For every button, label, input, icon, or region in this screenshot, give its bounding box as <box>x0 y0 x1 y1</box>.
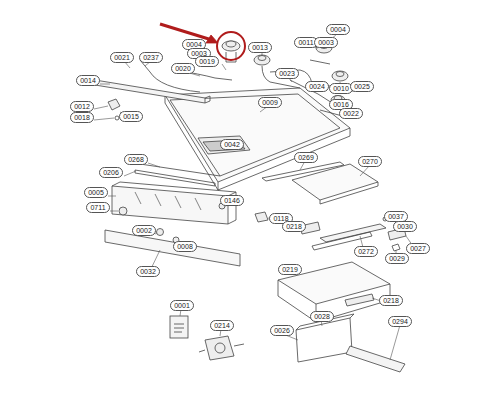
callout-number: 0005 <box>84 187 108 198</box>
callout-number: 0030 <box>393 221 417 232</box>
callout-number: 0001 <box>170 300 194 311</box>
callout-number: 0027 <box>406 243 430 254</box>
callout-number: 0008 <box>173 241 197 252</box>
callout-number: 0014 <box>76 75 100 86</box>
callout-number: 0020 <box>171 63 195 74</box>
callout-number: 0018 <box>70 112 94 123</box>
callout-number: 0042 <box>220 139 244 150</box>
callout-number: 0269 <box>294 152 318 163</box>
callout-number: 0028 <box>310 311 334 322</box>
callout-number: 0206 <box>99 167 123 178</box>
callout-number: 0021 <box>110 52 134 63</box>
callout-number: 0272 <box>354 246 378 257</box>
callout-number: 0015 <box>119 111 143 122</box>
callout-number: 0012 <box>70 101 94 112</box>
callout-number: 0146 <box>220 195 244 206</box>
callout-number: 0002 <box>132 225 156 236</box>
callout-number: 0013 <box>248 42 272 53</box>
callout-number: 0029 <box>385 253 409 264</box>
callout-number: 0019 <box>195 56 219 67</box>
callout-number: 0219 <box>278 264 302 275</box>
callout-number: 0009 <box>258 97 282 108</box>
callout-number: 0294 <box>388 316 412 327</box>
callout-number: 0004 <box>326 24 350 35</box>
callout-number: 0003 <box>314 37 338 48</box>
callout-number: 0711 <box>86 202 109 213</box>
callout-number: 0270 <box>358 156 382 167</box>
callout-number: 0023 <box>275 68 299 79</box>
callout-number: 0032 <box>136 266 160 277</box>
callout-number: 0218 <box>282 221 306 232</box>
callout-number: 0268 <box>124 154 148 165</box>
callout-number: 0037 <box>384 211 408 222</box>
callout-number: 0025 <box>350 81 374 92</box>
callout-number: 0237 <box>139 52 163 63</box>
callout-number: 0024 <box>305 81 329 92</box>
callout-number: 0022 <box>339 108 363 119</box>
callout-number: 0026 <box>270 325 294 336</box>
callout-number: 0214 <box>210 320 234 331</box>
callout-number: 0218 <box>379 295 403 306</box>
